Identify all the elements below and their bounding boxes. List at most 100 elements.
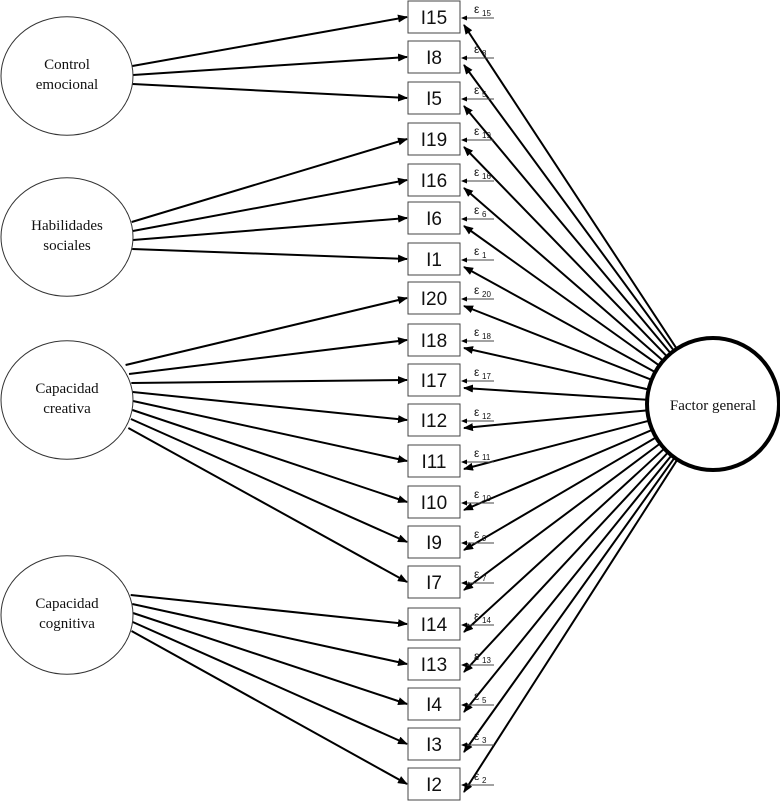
general-loading-arrow-I19	[463, 146, 668, 358]
item-box	[407, 81, 461, 115]
factor-loading-arrow-social-I6	[132, 214, 408, 241]
item-box	[407, 403, 461, 437]
error-subscript: 6	[482, 210, 487, 219]
epsilon-symbol: ε	[474, 729, 480, 743]
epsilon-symbol: ε	[474, 283, 480, 297]
item-label: I7	[426, 573, 442, 594]
item-box	[407, 485, 461, 519]
factor-label-line: Control	[44, 57, 90, 73]
factor-ellipse	[0, 177, 134, 297]
loading-paths	[125, 14, 679, 793]
error-subscript: 2	[482, 776, 487, 785]
error-subscript: 20	[482, 290, 491, 299]
factor-label-line: sociales	[43, 238, 91, 254]
general-loading-arrow-I6	[463, 225, 660, 367]
item-label: I18	[421, 331, 447, 352]
error-subscript: 13	[482, 656, 491, 665]
item-box	[407, 40, 461, 74]
item-label: I15	[421, 8, 447, 29]
epsilon-symbol: ε	[474, 165, 480, 179]
item-box	[407, 323, 461, 357]
factor-loading-arrow-creative-I18	[128, 337, 408, 375]
general-factor-group: Factor general	[645, 336, 780, 472]
factor-ellipse	[0, 16, 134, 136]
general-loading-arrow-I7	[463, 442, 661, 591]
general-loading-arrow-I14	[463, 447, 665, 633]
item-label: I12	[421, 411, 447, 432]
general-loading-arrow-I17	[463, 384, 648, 401]
factor-label-line: cognitiva	[39, 616, 95, 632]
item-box	[407, 281, 461, 315]
general-loading-arrow-I16	[463, 187, 664, 362]
item-label: I3	[426, 735, 442, 756]
item-box	[407, 444, 461, 478]
general-loading-arrow-I9	[463, 436, 657, 551]
general-loading-arrow-I4	[463, 454, 673, 713]
general-loading-arrow-I8	[463, 64, 675, 352]
item-box	[407, 201, 461, 235]
factor-loading-arrow-social-I16	[132, 177, 408, 232]
item-box	[407, 727, 461, 761]
error-subscript: 10	[482, 494, 491, 503]
epsilon-symbol: ε	[474, 567, 480, 581]
epsilon-symbol: ε	[474, 244, 480, 258]
factor-loading-arrow-creative-I20	[125, 296, 408, 366]
epsilon-symbol: ε	[474, 609, 480, 623]
epsilon-symbol: ε	[474, 365, 480, 379]
item-box	[407, 363, 461, 397]
item-box	[407, 565, 461, 599]
epsilon-symbol: ε	[474, 527, 480, 541]
item-label: I19	[421, 130, 447, 151]
general-loading-arrow-I11	[463, 419, 650, 471]
factor-loading-arrow-creative-I9	[130, 418, 408, 543]
epsilon-symbol: ε	[474, 2, 480, 16]
factor-loading-arrow-creative-I7	[127, 427, 408, 583]
item-box	[407, 525, 461, 559]
factor-label-line: Capacidad	[35, 381, 99, 397]
general-loading-arrow-I13	[463, 451, 669, 673]
error-subscript: 5	[482, 90, 487, 99]
general-loading-arrow-I3	[463, 457, 676, 753]
epsilon-symbol: ε	[474, 203, 480, 217]
epsilon-symbol: ε	[474, 446, 480, 460]
error-subscript: 9	[482, 534, 487, 543]
factor-loading-arrow-social-I1	[132, 248, 408, 263]
general-loading-arrow-I20	[463, 305, 652, 381]
factor-ellipse	[0, 555, 134, 675]
epsilon-symbol: ε	[474, 325, 480, 339]
item-label: I13	[421, 655, 447, 676]
epsilon-symbol: ε	[474, 124, 480, 138]
item-label: I5	[426, 89, 442, 110]
general-factor-label: Factor general	[670, 398, 756, 414]
factor-loading-arrow-cognitive-I14	[130, 594, 408, 628]
item-box	[407, 767, 461, 801]
error-subscript: 1	[482, 251, 487, 260]
item-label: I20	[421, 289, 447, 310]
